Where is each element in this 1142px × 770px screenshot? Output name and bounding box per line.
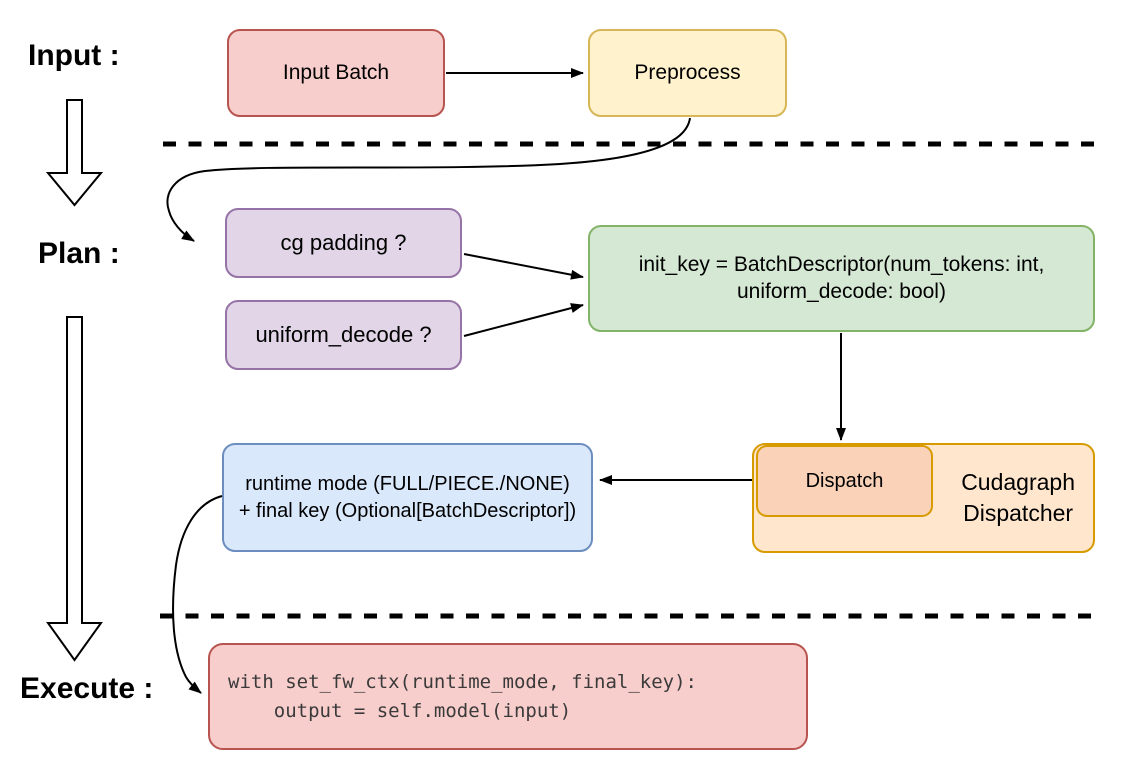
node-init-key: init_key = BatchDescriptor(num_tokens: i… [588, 225, 1095, 332]
hollow-arrow-plan-to-execute [46, 316, 103, 662]
node-preprocess: Preprocess [588, 29, 787, 117]
stage-label-input: Input : [28, 39, 120, 72]
stage-label-plan: Plan : [38, 237, 120, 270]
node-cg-padding: cg padding ? [225, 208, 462, 278]
arrow-cg-padding-to-init-key [463, 253, 584, 280]
node-input-batch: Input Batch [227, 29, 445, 117]
node-dispatch: Dispatch [756, 445, 933, 517]
hollow-arrow-input-to-plan [45, 99, 104, 207]
arrow-uniform-decode-to-init-key [463, 303, 584, 337]
node-execute-code: with set_fw_ctx(runtime_mode, final_key)… [208, 643, 808, 750]
stage-label-execute: Execute : [20, 672, 154, 705]
node-uniform-decode: uniform_decode ? [225, 300, 462, 370]
node-runtime-mode: runtime mode (FULL/PIECE./NONE) + final … [222, 443, 593, 552]
